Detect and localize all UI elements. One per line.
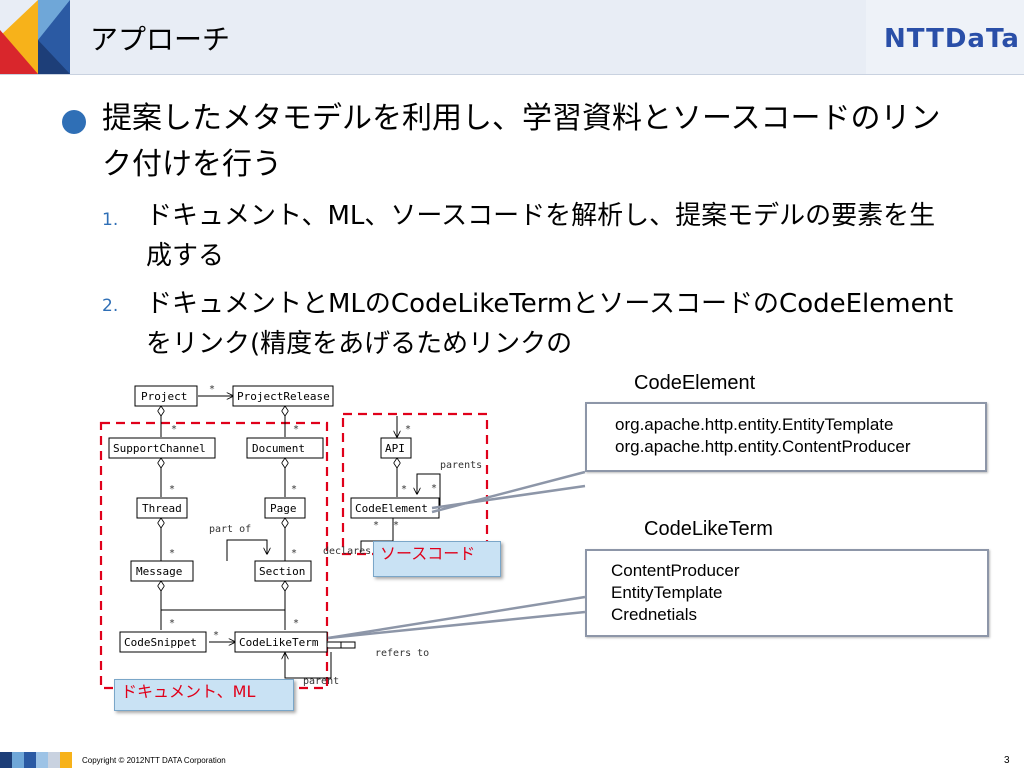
corner-decoration (0, 0, 70, 74)
label-declares: declares (323, 546, 371, 557)
item-1-number: 1. (102, 210, 119, 230)
label-api: API (385, 442, 405, 455)
label-page: Page (270, 502, 297, 515)
mult-1: * (209, 384, 215, 395)
code-element-callout-title: CodeElement (634, 372, 756, 394)
box-section (254, 560, 312, 582)
label-code-like-term: CodeLikeTerm (239, 636, 319, 649)
label-thread: Thread (142, 502, 182, 515)
mult-6: * (291, 484, 297, 495)
mult-15: * (213, 630, 219, 641)
code-like-term-callout-text: ContentProducer EntityTemplate Crednetia… (611, 561, 740, 624)
code-element-callout-text: org.apache.http.entity.EntityTemplate or… (615, 415, 911, 456)
label-code-snippet: CodeSnippet (124, 636, 197, 649)
mult-13: * (169, 618, 175, 629)
mult-3: * (293, 424, 299, 435)
box-code-like-term (234, 631, 328, 653)
mult-5: * (169, 484, 175, 495)
doc-ml-tag: ドキュメント、ML (114, 679, 294, 711)
mult-9: * (169, 548, 175, 559)
box-message (130, 560, 194, 582)
footer-color-strip (0, 752, 72, 768)
label-parent: parent (303, 676, 339, 687)
label-support-channel: SupportChannel (113, 442, 206, 455)
label-part-of: part of (209, 524, 251, 535)
main-bullet-text: 提案したメタモデルを利用し、学習資料とソースコードのリンク付けを行う (102, 101, 941, 182)
mult-2: * (171, 424, 177, 435)
code-like-term-callout-title: CodeLikeTerm (644, 518, 773, 540)
metamodel-diagram: Project ProjectRelease SupportChannel Do… (99, 384, 489, 690)
box-project (134, 385, 198, 407)
copyright-text: Copyright © 2012NTT DATA Corporation (82, 756, 226, 765)
label-parents: parents (440, 460, 482, 471)
label-project: Project (141, 390, 187, 403)
bullet-icon (62, 110, 86, 134)
box-code-snippet (119, 631, 207, 653)
mult-12: * (393, 520, 399, 531)
footer-bar (0, 752, 1024, 768)
header-bar (0, 0, 1024, 74)
source-code-frame (341, 412, 489, 556)
box-document (246, 437, 324, 459)
header-logo-area (866, 0, 1024, 74)
label-document: Document (252, 442, 305, 455)
box-support-channel (108, 437, 216, 459)
code-element-callout: org.apache.http.entity.EntityTemplate or… (585, 402, 987, 472)
item-1-text: ドキュメント、ML、ソースコードを解析し、提案モデルの要素を生成する (146, 201, 936, 271)
label-refers-to: refers to (375, 648, 429, 659)
box-thread (136, 497, 188, 519)
mult-10: * (291, 548, 297, 559)
mult-4: * (405, 424, 411, 435)
mult-7: * (401, 484, 407, 495)
box-api (380, 437, 412, 459)
item-2-text: ドキュメントとMLのCodeLikeTermとソースコードのCodeElemen… (146, 289, 954, 359)
label-section: Section (259, 565, 305, 578)
mult-8: * (431, 483, 437, 494)
label-code-element: CodeElement (355, 502, 428, 515)
company-logo: NTTDaTa (884, 24, 1020, 54)
page-title: アプローチ (90, 23, 231, 56)
label-project-release: ProjectRelease (237, 390, 330, 403)
box-project-release (232, 385, 334, 407)
code-like-term-callout: ContentProducer EntityTemplate Crednetia… (585, 549, 989, 637)
mult-11: * (373, 520, 379, 531)
label-message: Message (136, 565, 182, 578)
source-code-tag: ソースコード (373, 541, 501, 577)
item-2-number: 2. (102, 296, 119, 316)
mult-14: * (293, 618, 299, 629)
box-page (264, 497, 306, 519)
header-divider (0, 74, 1024, 75)
page-number: 3 (1004, 755, 1010, 766)
